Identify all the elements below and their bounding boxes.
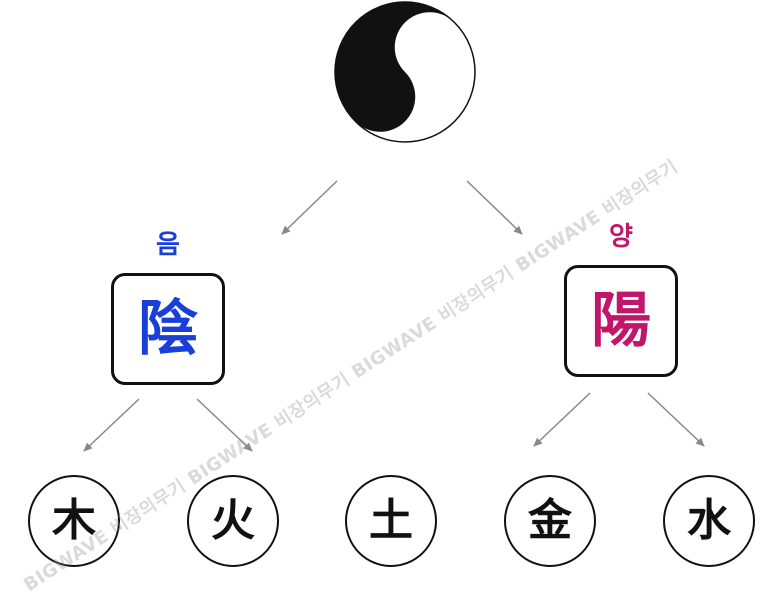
element-metal: 金 bbox=[504, 475, 596, 567]
element-metal-char: 金 bbox=[528, 495, 572, 546]
yang-reading: 양 bbox=[609, 222, 633, 252]
yang-box: 陽 bbox=[564, 265, 678, 377]
yang-dot bbox=[420, 38, 439, 57]
element-earth: 土 bbox=[345, 475, 437, 567]
arrow-yang-to-water bbox=[647, 392, 705, 447]
element-wood-char: 木 bbox=[52, 495, 96, 546]
arrow-yin-to-fire bbox=[196, 398, 253, 452]
element-earth-char: 土 bbox=[369, 495, 413, 546]
yin-hanja: 陰 bbox=[138, 294, 198, 364]
element-fire-char: 火 bbox=[211, 495, 255, 546]
yin-reading: 음 bbox=[156, 230, 180, 260]
element-water-char: 水 bbox=[687, 495, 731, 546]
arrow-yang-to-metal bbox=[533, 392, 591, 447]
arrow-yin-to-wood bbox=[83, 398, 140, 452]
yin-box: 陰 bbox=[111, 273, 225, 385]
element-wood: 木 bbox=[28, 475, 120, 567]
element-fire: 火 bbox=[187, 475, 279, 567]
yang-hanja: 陽 bbox=[591, 286, 651, 356]
arrow-taiji-to-yin bbox=[281, 180, 338, 235]
yin-dot bbox=[371, 87, 390, 106]
element-water: 水 bbox=[663, 475, 755, 567]
yin-yang-icon bbox=[334, 1, 476, 143]
arrow-taiji-to-yang bbox=[466, 180, 523, 235]
